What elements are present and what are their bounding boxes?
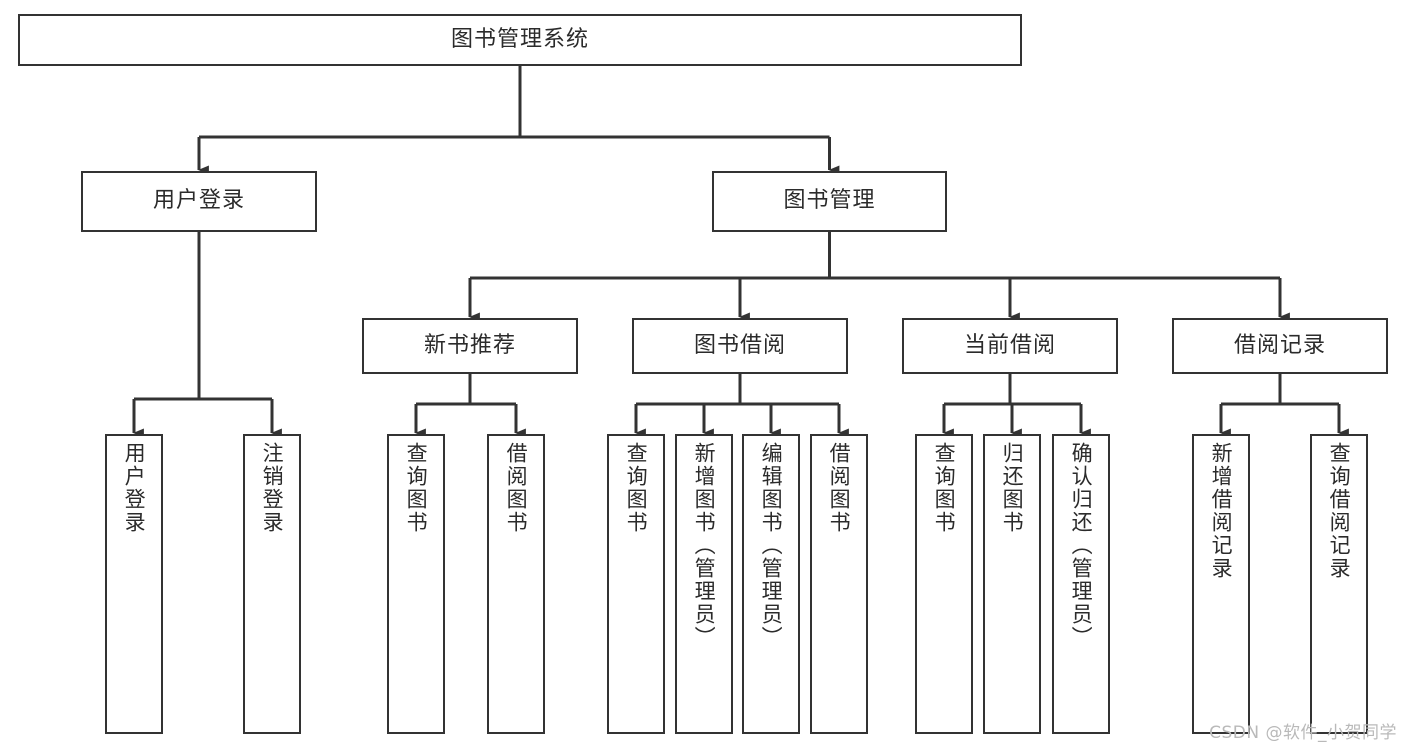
node-leaf-query-book-1[interactable]: 查询图书 [387,434,445,734]
node-leaf-query-book-3[interactable]: 查询图书 [915,434,973,734]
node-leaf-logout-label: 注销登录 [260,442,285,534]
node-leaf-borrow-book-2-label: 借阅图书 [827,442,852,534]
node-leaf-edit-book-label: 编辑图书（管理员） [759,442,784,649]
node-leaf-return-book[interactable]: 归还图书 [983,434,1041,734]
node-current-borrow-label: 当前借阅 [963,332,1056,358]
node-leaf-borrow-book-1-label: 借阅图书 [504,442,529,534]
node-new-book-rec-label: 新书推荐 [423,332,516,358]
node-leaf-borrow-book-1[interactable]: 借阅图书 [487,434,545,734]
node-leaf-user-login-label: 用户登录 [122,442,147,534]
node-leaf-logout[interactable]: 注销登录 [243,434,301,734]
node-leaf-query-book-1-label: 查询图书 [404,442,429,534]
node-borrow-record[interactable]: 借阅记录 [1172,318,1388,374]
node-leaf-confirm-return[interactable]: 确认归还（管理员） [1052,434,1110,734]
node-book-manage[interactable]: 图书管理 [712,171,947,232]
node-leaf-add-book-label: 新增图书（管理员） [692,442,717,649]
node-leaf-query-record[interactable]: 查询借阅记录 [1310,434,1368,734]
node-leaf-add-record-label: 新增借阅记录 [1209,442,1234,580]
node-book-manage-label: 图书管理 [783,188,876,214]
node-book-borrow[interactable]: 图书借阅 [632,318,848,374]
connector-lines [132,66,1349,438]
node-current-borrow[interactable]: 当前借阅 [902,318,1118,374]
node-root[interactable]: 图书管理系统 [18,14,1022,66]
node-leaf-query-record-label: 查询借阅记录 [1327,442,1352,580]
node-leaf-query-book-3-label: 查询图书 [932,442,957,534]
node-user-login-label: 用户登录 [152,188,245,214]
node-leaf-add-book[interactable]: 新增图书（管理员） [675,434,733,734]
node-leaf-return-book-label: 归还图书 [1000,442,1025,534]
node-user-login[interactable]: 用户登录 [81,171,317,232]
node-leaf-edit-book[interactable]: 编辑图书（管理员） [742,434,800,734]
node-leaf-confirm-return-label: 确认归还（管理员） [1069,442,1094,649]
node-new-book-rec[interactable]: 新书推荐 [362,318,578,374]
node-borrow-record-label: 借阅记录 [1233,332,1326,358]
node-leaf-user-login[interactable]: 用户登录 [105,434,163,734]
node-leaf-query-book-2-label: 查询图书 [624,442,649,534]
node-leaf-add-record[interactable]: 新增借阅记录 [1192,434,1250,734]
node-leaf-query-book-2[interactable]: 查询图书 [607,434,665,734]
node-leaf-borrow-book-2[interactable]: 借阅图书 [810,434,868,734]
node-book-borrow-label: 图书借阅 [693,332,786,358]
node-root-label: 图书管理系统 [450,26,589,52]
